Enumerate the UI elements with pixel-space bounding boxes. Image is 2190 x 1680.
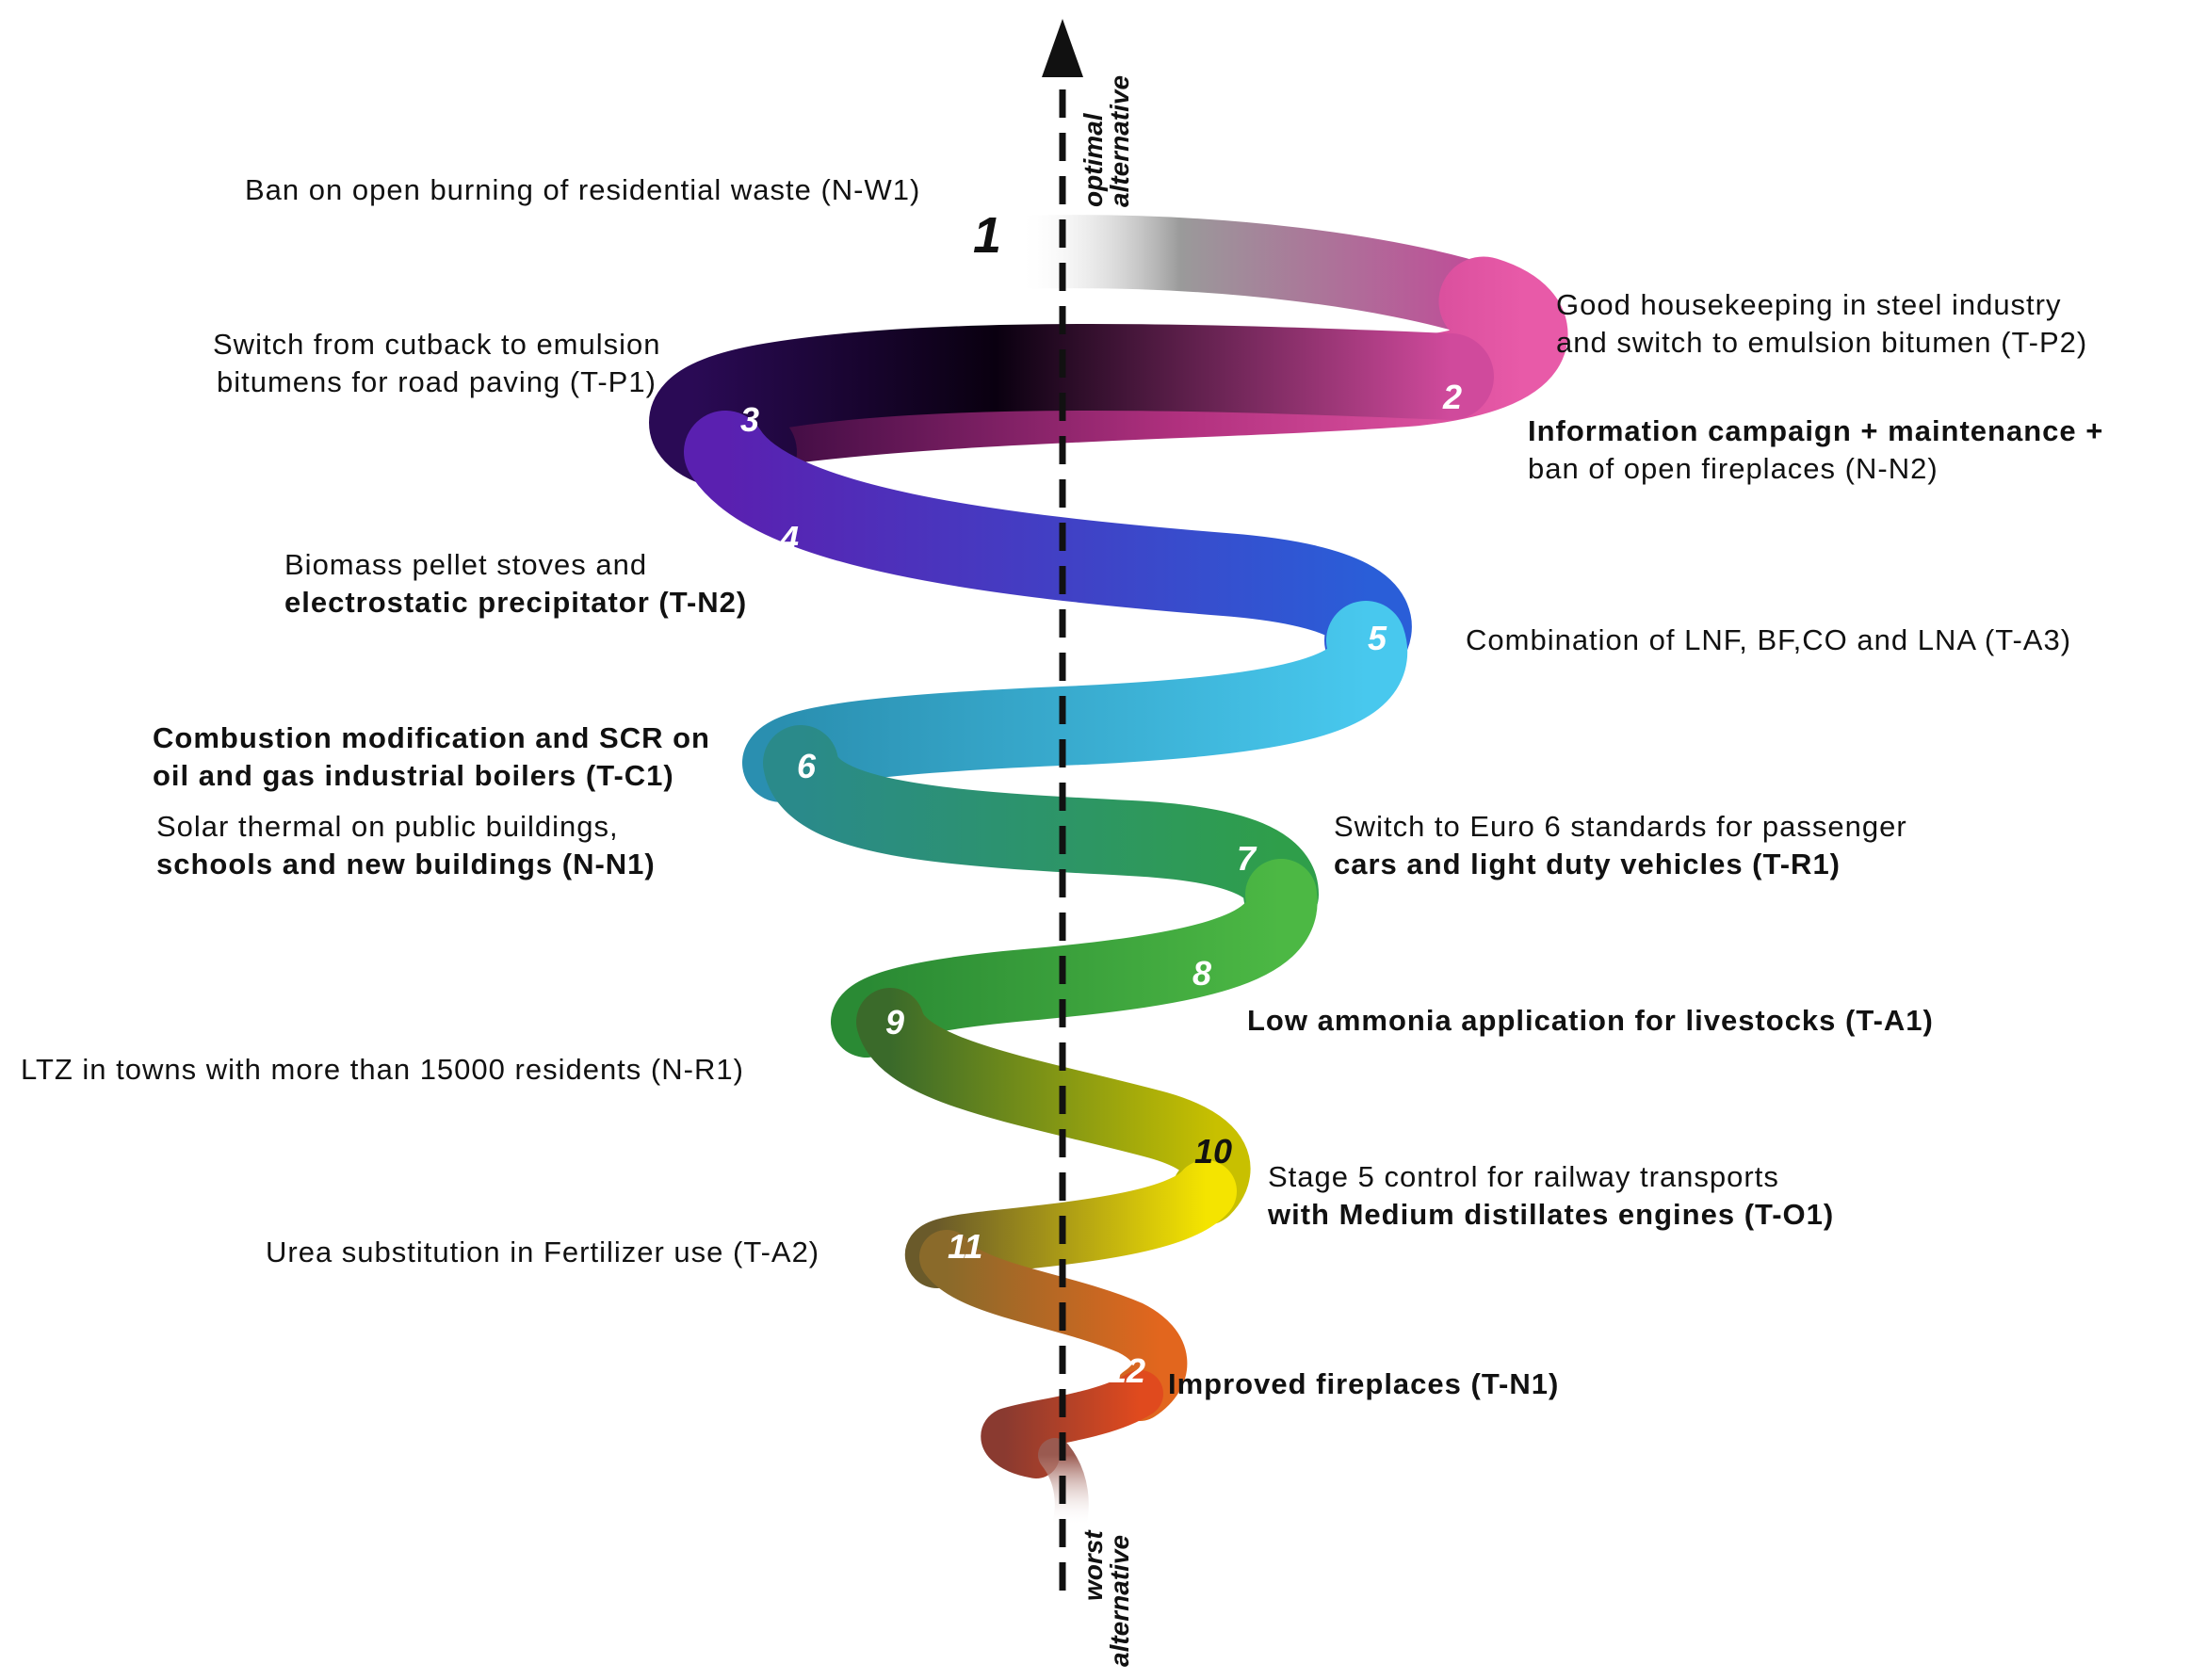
- label-nn1: Solar thermal on public buildings, schoo…: [156, 810, 656, 880]
- label-tn1: Improved fireplaces (T-N1): [1168, 1367, 1560, 1400]
- spiral-segment-teal: [763, 725, 1319, 932]
- spiral-segment-orange: [919, 1230, 1188, 1421]
- label-nw1: Ban on open burning of residential waste…: [245, 173, 921, 206]
- rank-9: 9: [885, 1003, 904, 1042]
- label-tr1: Switch to Euro 6 standards for passenger…: [1334, 810, 1907, 880]
- spiral-segment-green: [831, 859, 1318, 1058]
- label-to1: Stage 5 control for railway transports w…: [1268, 1160, 1835, 1231]
- spiral-segment-olive: [856, 988, 1251, 1225]
- rank-3: 3: [740, 400, 759, 439]
- label-tc1: Combustion modification and SCR on oil a…: [153, 721, 710, 792]
- label-nn2: Information campaign + maintenance + ban…: [1528, 414, 2104, 485]
- rank-10: 10: [1194, 1132, 1232, 1171]
- axis-bottom-label-2: alternative: [1105, 1535, 1134, 1667]
- label-ta3: Combination of LNF, BF,CO and LNA (T-A3): [1466, 623, 2072, 656]
- rank-2: 2: [1442, 378, 1462, 416]
- rank-12: 12: [1108, 1351, 1145, 1390]
- label-tn2: Biomass pellet stoves and electrostatic …: [284, 548, 748, 619]
- rank-6: 6: [797, 747, 817, 785]
- rank-1: 1: [973, 207, 1001, 264]
- axis-arrow-icon: [1042, 19, 1083, 77]
- rank-4: 4: [779, 519, 799, 557]
- spiral-segment-grey: [981, 215, 1520, 338]
- rank-11: 11: [948, 1227, 982, 1266]
- rank-8: 8: [1192, 954, 1211, 993]
- spiral-segment-purple: [684, 411, 1412, 682]
- spiral-tube: [650, 215, 1568, 1543]
- rank-5: 5: [1368, 619, 1387, 657]
- label-ta2: Urea substitution in Fertilizer use (T-A…: [266, 1236, 820, 1268]
- axis-top-label-1: optimal: [1079, 112, 1108, 207]
- label-nr1: LTZ in towns with more than 15000 reside…: [21, 1053, 744, 1086]
- rank-7: 7: [1237, 839, 1257, 878]
- spiral-segment-cyan: [742, 601, 1407, 802]
- spiral-segment-red: [981, 1370, 1163, 1478]
- spiral-segment-tail: [1038, 1438, 1089, 1543]
- label-ta1: Low ammonia application for livestocks (…: [1247, 1004, 1934, 1037]
- rank-numbers: 1 2 3 4 5 6 7 8 9 10 11 12: [740, 207, 1462, 1390]
- label-tp2: Good housekeeping in steel industry and …: [1556, 288, 2088, 359]
- axis-top-label-2: alternative: [1105, 75, 1134, 207]
- label-tp1: Switch from cutback to emulsion bitumens…: [213, 328, 661, 398]
- axis-bottom-label-1: worst: [1079, 1529, 1108, 1601]
